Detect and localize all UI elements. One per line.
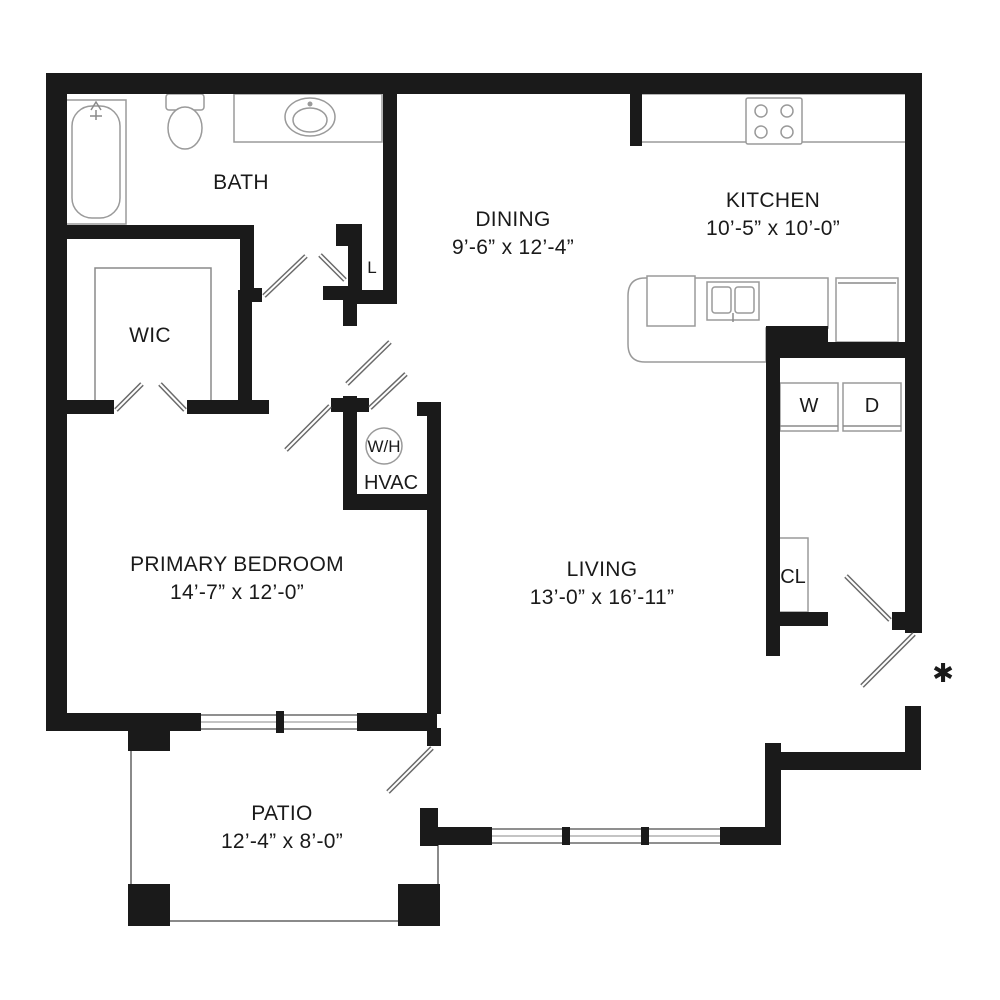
patio-post: [398, 884, 440, 926]
patio-post: [128, 731, 170, 751]
room-dims-patio: 12’-4” x 8’-0”: [221, 830, 343, 853]
room-label-closet: CL: [780, 566, 806, 588]
room-label-living: LIVING: [567, 558, 638, 581]
walls: [46, 73, 922, 926]
room-label-wic: WIC: [129, 324, 171, 347]
cooktop-icon: [745, 97, 803, 145]
patio-railing: [130, 745, 439, 922]
room-label-linen: L: [367, 258, 376, 277]
washer-label: W: [800, 395, 819, 417]
toilet-icon: [165, 93, 205, 150]
dryer-label: D: [865, 395, 879, 417]
bathtub-icon: [65, 99, 127, 225]
room-dims-dining: 9’-6” x 12’-4”: [452, 236, 574, 259]
room-dims-primary-bedroom: 14’-7” x 12’-0”: [170, 581, 304, 604]
room-label-patio: PATIO: [251, 802, 312, 825]
wic-shelving: [94, 267, 212, 402]
kitchen-sink-icon: [706, 281, 760, 322]
doors: [114, 253, 916, 794]
wall-top: [46, 73, 922, 94]
water-heater-icon: [365, 427, 403, 465]
bath-sink-icon: [233, 93, 383, 143]
room-label-bath: BATH: [213, 171, 269, 194]
room-label-primary-bedroom: PRIMARY BEDROOM: [130, 553, 344, 576]
living-window: [489, 828, 723, 844]
water-heater-label: W/H: [367, 437, 400, 456]
kitchen-peninsula: [627, 275, 899, 363]
room-label-dining: DINING: [475, 208, 550, 231]
entry-marker-icon: ✱: [932, 659, 954, 689]
room-dims-kitchen: 10’-5” x 10’-0”: [706, 217, 840, 240]
wall-bedroom-right: [427, 402, 441, 714]
room-label-hvac: HVAC: [364, 472, 418, 494]
wall-bottom-left: [46, 713, 201, 731]
patio-post: [128, 884, 170, 926]
washer-icon: [779, 382, 839, 432]
dryer-icon: [842, 382, 902, 432]
room-label-kitchen: KITCHEN: [726, 189, 820, 212]
room-dims-living: 13’-0” x 16’-11”: [530, 586, 674, 609]
closet-shelf: [777, 537, 809, 613]
